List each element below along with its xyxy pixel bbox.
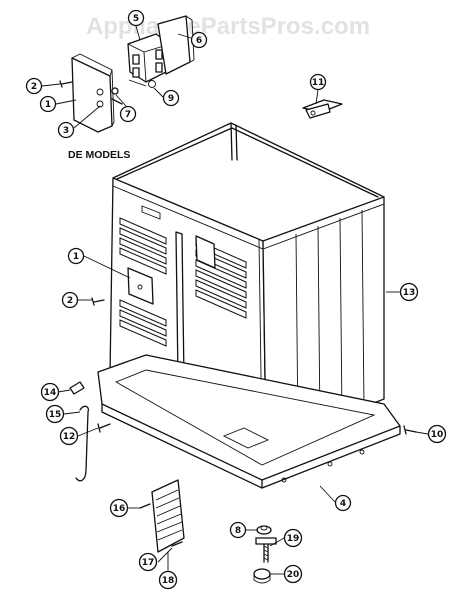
de-models-label: DE MODELS	[68, 149, 130, 161]
callout-15: 15	[45, 404, 65, 424]
svg-text:16: 16	[113, 504, 126, 514]
callout-19: 19	[283, 528, 303, 548]
wire-hook-part	[75, 405, 90, 482]
callout-14: 14	[40, 382, 60, 402]
svg-text:5: 5	[133, 14, 139, 24]
cabinet-side-panel	[262, 196, 385, 446]
svg-text:14: 14	[44, 388, 57, 398]
hinge-clip-part	[302, 99, 343, 119]
svg-text:10: 10	[431, 430, 444, 440]
callout-1-middle: 1	[67, 247, 85, 265]
screw-icon	[99, 423, 111, 429]
svg-text:3: 3	[63, 126, 69, 136]
louver-group-upper-left	[119, 217, 167, 275]
callout-18: 18	[158, 570, 178, 590]
callout-3: 3	[57, 121, 75, 139]
screw-icon	[111, 98, 123, 105]
svg-text:11: 11	[312, 78, 325, 88]
svg-text:13: 13	[403, 288, 416, 298]
clip-part	[69, 381, 85, 395]
callout-2-upper: 2	[25, 77, 43, 95]
callout-5: 5	[127, 9, 145, 27]
access-plate	[127, 267, 154, 305]
callout-4: 4	[334, 494, 352, 512]
svg-text:6: 6	[196, 36, 202, 46]
louver-group-lower-left	[119, 299, 167, 347]
callout-10: 10	[427, 424, 447, 444]
svg-text:7: 7	[125, 110, 131, 120]
svg-text:20: 20	[287, 570, 300, 580]
screw-icon	[93, 299, 105, 303]
toe-grille-part	[151, 479, 185, 553]
callout-11: 11	[309, 73, 327, 91]
svg-text:19: 19	[287, 534, 300, 544]
callout-17: 17	[138, 552, 158, 572]
callout-20: 20	[283, 564, 303, 584]
svg-text:8: 8	[235, 526, 241, 536]
de-models-inset	[59, 15, 195, 133]
callout-16: 16	[109, 498, 129, 518]
screw-icon	[171, 541, 183, 547]
callout-8: 8	[229, 521, 247, 539]
svg-text:1: 1	[45, 100, 51, 110]
callout-12: 12	[59, 426, 79, 446]
callout-6: 6	[190, 31, 208, 49]
svg-text:18: 18	[162, 576, 175, 586]
callout-9: 9	[162, 89, 180, 107]
callout-1-upper: 1	[39, 95, 57, 113]
terminal-cutout	[195, 235, 216, 269]
leader-lines	[41, 25, 429, 575]
svg-text:17: 17	[142, 558, 155, 568]
callout-13: 13	[399, 282, 419, 302]
screw-icon	[139, 503, 151, 509]
screw-head-icon	[111, 87, 119, 95]
leg-pad	[253, 568, 271, 580]
svg-text:2: 2	[31, 82, 37, 92]
callout-7: 7	[119, 105, 137, 123]
base-frame	[97, 354, 401, 489]
svg-text:15: 15	[49, 410, 62, 420]
svg-text:9: 9	[168, 94, 174, 104]
svg-text:2: 2	[67, 296, 73, 306]
callout-2-middle: 2	[61, 291, 79, 309]
terminal-bracket-plate	[71, 57, 113, 133]
screw-icon	[61, 81, 73, 85]
screw-icon	[405, 429, 417, 433]
svg-text:1: 1	[73, 252, 79, 262]
svg-text:4: 4	[340, 499, 346, 509]
svg-text:12: 12	[63, 432, 76, 442]
